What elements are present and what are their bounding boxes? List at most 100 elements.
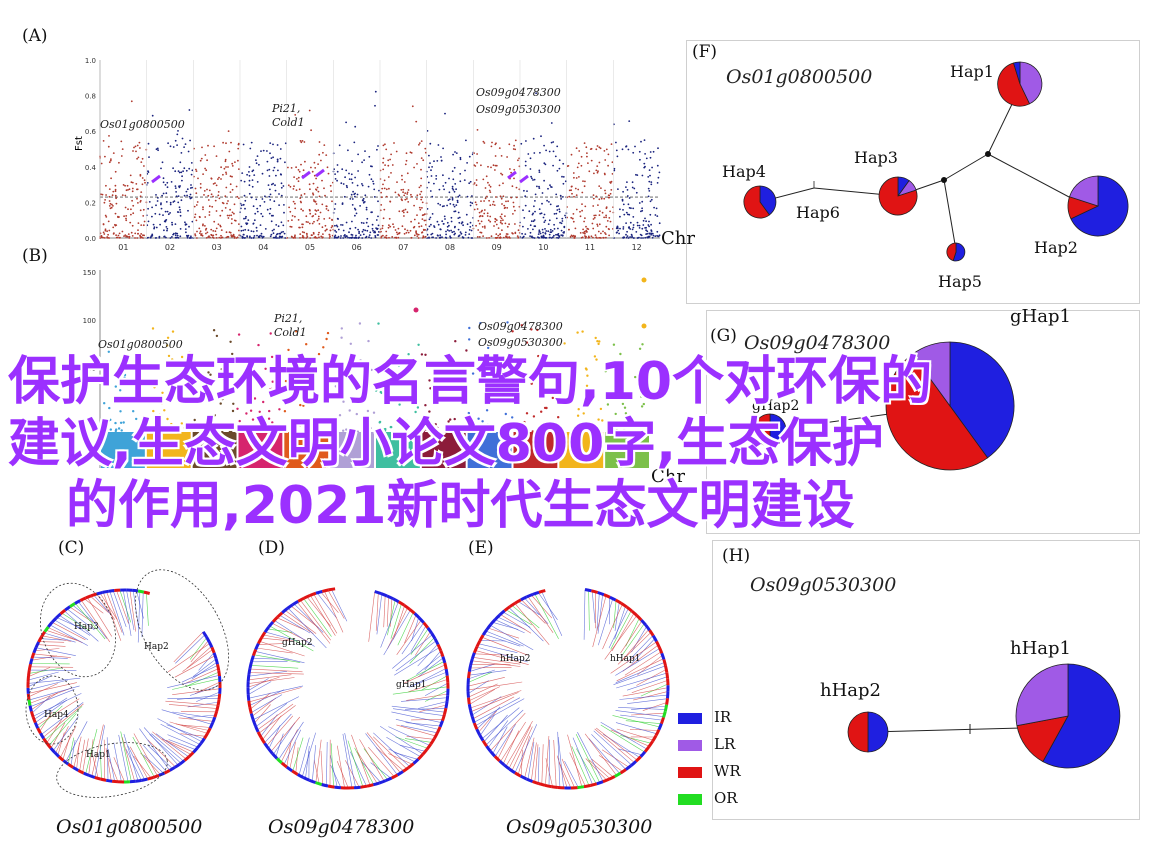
tree-branch <box>172 711 215 719</box>
tree-branch <box>248 674 292 681</box>
fst-point <box>350 193 353 196</box>
fst-point <box>589 148 592 150</box>
fst-point <box>588 236 591 239</box>
tree-branch <box>196 691 220 702</box>
fst-point <box>108 237 110 239</box>
fst-point <box>341 202 344 205</box>
fst-point <box>479 215 482 217</box>
fst-point <box>505 236 508 239</box>
tree-branch <box>395 736 428 749</box>
signal-point <box>260 428 263 432</box>
fst-point <box>301 226 304 229</box>
fst-point <box>250 237 253 239</box>
fst-point <box>523 217 526 219</box>
fst-point <box>278 204 280 207</box>
tree-ring-segment <box>577 785 585 790</box>
tree-branch <box>290 605 319 628</box>
tree-branch <box>251 661 288 663</box>
tree-ring-segment <box>37 635 43 643</box>
signal-point <box>453 417 456 421</box>
tree-ring-segment <box>432 732 439 740</box>
fst-point <box>416 235 419 238</box>
fst-point <box>546 199 548 202</box>
tree-ring-segment <box>634 755 642 763</box>
fst-point <box>572 220 575 223</box>
fst-point <box>398 210 401 213</box>
tree-branch <box>545 735 550 786</box>
fst-point <box>514 148 517 151</box>
fst-point <box>374 235 377 237</box>
fst-point <box>512 201 515 204</box>
fst-point <box>377 224 380 227</box>
signal-point <box>231 352 234 356</box>
tree-branch <box>60 725 77 758</box>
fst-point <box>507 200 509 203</box>
fst-point <box>404 163 407 166</box>
fst-point <box>227 130 230 132</box>
signal-point <box>175 430 178 434</box>
fst-point <box>317 233 320 236</box>
fst-point <box>364 229 367 232</box>
fst-point <box>609 220 612 223</box>
tree-branch <box>604 615 638 660</box>
fst-point <box>561 217 564 220</box>
tree-branch <box>190 640 209 663</box>
fst-point <box>475 224 477 227</box>
fst-point <box>243 237 246 239</box>
fst-point <box>413 234 416 237</box>
fst-point <box>577 162 580 165</box>
fst-point <box>529 224 532 227</box>
tree-ring-segment <box>442 707 448 715</box>
fst-point <box>274 184 276 187</box>
signal-point <box>447 420 450 423</box>
fst-point <box>418 206 421 209</box>
fst-point <box>107 220 110 223</box>
fst-point <box>314 167 317 169</box>
fst-point <box>570 153 573 156</box>
fst-point <box>124 234 127 237</box>
signal-point <box>109 428 112 431</box>
tree-branch <box>32 656 68 659</box>
fst-point <box>403 215 405 217</box>
fst-point <box>441 236 443 239</box>
tree-branch <box>94 725 105 778</box>
fst-point <box>329 184 332 187</box>
fst-point <box>136 237 139 239</box>
fst-point <box>139 235 142 238</box>
fst-point <box>400 198 403 201</box>
fst-point <box>217 178 219 180</box>
fst-point <box>456 199 459 202</box>
signal-point <box>506 321 509 324</box>
fst-point <box>214 230 217 233</box>
fst-point <box>592 194 595 197</box>
signal-point <box>585 384 589 387</box>
fst-point <box>141 177 144 179</box>
fst-point <box>504 215 506 218</box>
fst-point <box>169 203 172 206</box>
signal-point <box>576 331 579 334</box>
fst-point <box>444 181 447 184</box>
chr-block <box>192 432 237 468</box>
fst-point <box>557 205 560 207</box>
fst-point <box>173 232 175 235</box>
fst-point <box>608 196 611 199</box>
fst-point <box>527 153 530 155</box>
signal-point <box>284 379 288 383</box>
fst-point <box>550 122 553 124</box>
tree-branch <box>42 703 84 738</box>
fst-point <box>342 237 345 239</box>
fst-point <box>104 228 107 231</box>
signal-point <box>261 355 264 359</box>
fst-point <box>571 185 573 188</box>
fst-point <box>483 209 486 211</box>
signal-point <box>632 429 635 433</box>
tree-branch <box>261 637 289 642</box>
fst-point <box>628 120 631 122</box>
fst-point <box>476 129 479 131</box>
fst-point <box>248 179 251 182</box>
signal-point <box>545 390 548 393</box>
signal-point <box>341 368 344 371</box>
tree-ring-segment <box>263 742 270 750</box>
tree-ring-segment <box>444 701 449 709</box>
tree-branch <box>253 654 301 663</box>
